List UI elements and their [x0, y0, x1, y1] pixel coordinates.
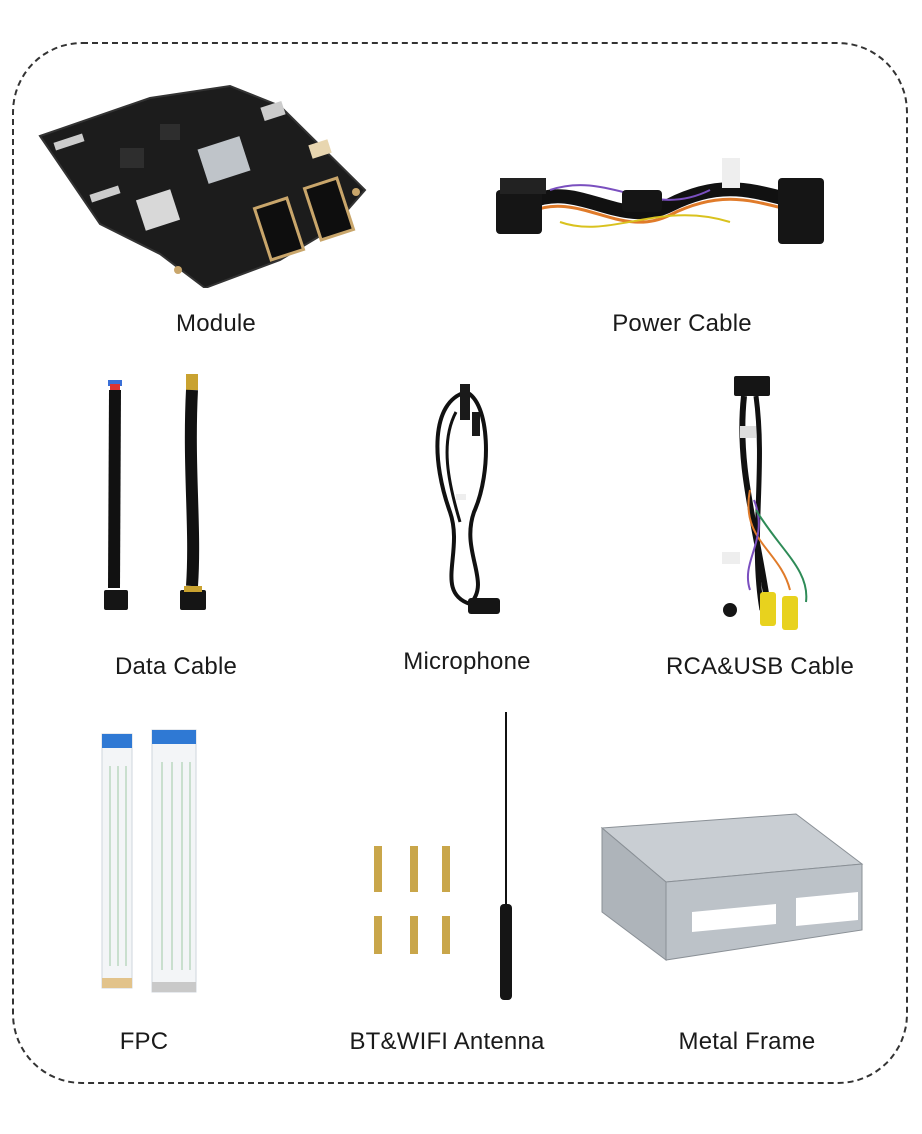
rca-usb-cable-image [722, 376, 808, 630]
microphone-label: Microphone [403, 648, 531, 675]
fpc-image [101, 729, 197, 993]
power-cable-label: Power Cable [612, 310, 752, 337]
bt-wifi-antenna-label: BT&WIFI Antenna [349, 1028, 545, 1055]
module-label: Module [176, 310, 256, 337]
module-image [38, 84, 367, 288]
microphone-image [435, 384, 500, 614]
power-cable-image [496, 158, 824, 244]
metal-frame-label: Metal Frame [678, 1028, 816, 1055]
antenna-image [500, 712, 512, 1000]
data-cable-label: Data Cable [114, 653, 238, 680]
standoffs-image [374, 846, 450, 954]
data-cable-image [104, 374, 206, 610]
metal-frame-image [600, 813, 864, 961]
dashed-border-frame [12, 42, 908, 1084]
rca-usb-cable-label: RCA&USB Cable [665, 653, 855, 680]
fpc-label: FPC [119, 1028, 169, 1055]
